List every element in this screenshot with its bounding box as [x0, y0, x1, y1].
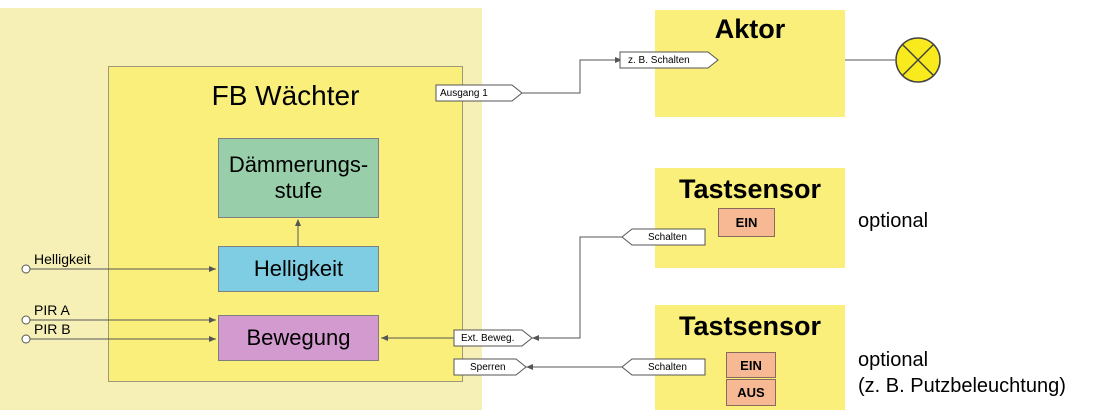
tastsensor-1-device: Tastsensor EIN: [655, 168, 845, 268]
pir-a-input-label: PIR A: [34, 302, 70, 318]
aktor-schalten-tag: z. B. Schalten: [628, 54, 690, 66]
ts1-schalten-tag-shape: [621, 228, 706, 246]
tastsensor-2-device: Tastsensor EIN AUS: [655, 305, 845, 410]
ext-beweg-tag-shape: [453, 329, 533, 347]
aktor-device: Aktor: [655, 10, 845, 117]
helligkeit-input-terminal: [21, 264, 31, 274]
arrow-ext-beweg: [532, 335, 539, 341]
ts1-schalten-tag: Schalten: [648, 231, 687, 243]
bewegung-block: Bewegung: [218, 315, 379, 361]
sperren-tag: Sperren: [470, 361, 506, 373]
daemmerung-line-1: Dämmerungs-: [228, 152, 369, 177]
arrow-pir-a: [209, 317, 216, 323]
pir-a-input-terminal: [21, 315, 31, 325]
optional-note-3: (z. B. Putzbeleuchtung): [858, 375, 1066, 397]
pir-b-input-terminal: [21, 334, 31, 344]
arrow-helligkeit: [209, 266, 216, 272]
tastsensor-1-title: Tastsensor: [678, 174, 822, 204]
ausgang-1-tag: Ausgang 1: [440, 87, 488, 99]
bewegung-label: Bewegung: [246, 325, 351, 350]
daemmerungsstufe-block: Dämmerungs- stufe: [218, 138, 379, 218]
tastsensor-1-ein-button[interactable]: EIN: [718, 208, 775, 237]
fb-title: FB Wächter: [211, 80, 360, 111]
tastsensor-2-title: Tastsensor: [678, 311, 822, 341]
arrow-sperren: [526, 364, 533, 370]
optional-note-2: optional: [858, 349, 929, 371]
ts2-schalten-tag: Schalten: [648, 361, 687, 373]
arrow-pir-b: [209, 336, 216, 342]
helligkeit-label: Helligkeit: [253, 256, 344, 281]
helligkeit-block: Helligkeit: [218, 246, 379, 292]
helligkeit-input-label: Helligkeit: [34, 251, 91, 267]
aktor-schalten-tag-shape: [619, 51, 719, 69]
arrow-daemmerung: [295, 219, 301, 226]
arrow-bewegung: [381, 335, 388, 341]
tastsensor-2-ein-button[interactable]: EIN: [726, 352, 776, 378]
sperren-tag-shape: [453, 358, 527, 376]
ext-beweg-tag: Ext. Beweg.: [461, 332, 515, 344]
optional-note-1: optional: [858, 210, 929, 232]
arrow-aktor: [615, 57, 622, 63]
aktor-title: Aktor: [714, 14, 786, 44]
ts2-schalten-tag-shape: [621, 358, 706, 376]
tastsensor-2-aus-button[interactable]: AUS: [726, 379, 776, 406]
lamp-icon: [895, 37, 941, 83]
daemmerung-line-2: stufe: [274, 178, 323, 203]
ausgang-1-tag-shape: [435, 84, 523, 102]
pir-b-input-label: PIR B: [34, 321, 71, 337]
